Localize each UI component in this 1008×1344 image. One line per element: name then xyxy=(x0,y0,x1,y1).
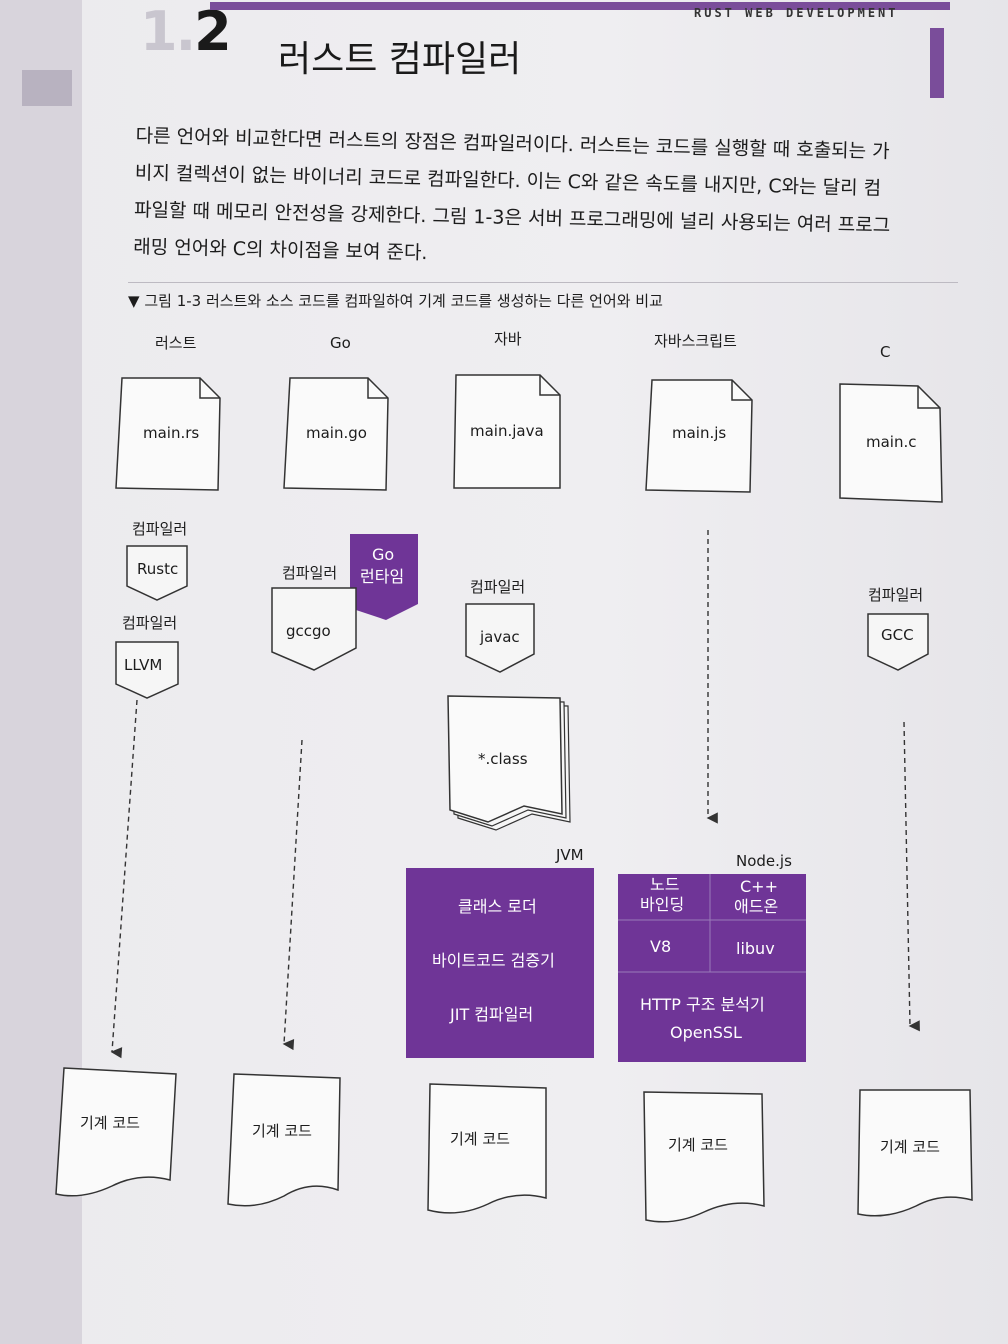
svg-text:기계 코드: 기계 코드 xyxy=(80,1114,140,1132)
header-band xyxy=(210,2,950,72)
go-runtime-box: Go 런타임 xyxy=(350,534,418,620)
nodejs-cell: 바인딩 xyxy=(640,895,684,914)
svg-text:LLVM: LLVM xyxy=(124,656,162,674)
file-main-go: main.go xyxy=(283,377,389,491)
svg-text:main.go: main.go xyxy=(306,424,367,442)
lang-label-js: 자바스크립트 xyxy=(654,332,737,350)
compiler-label: 컴파일러 xyxy=(868,586,923,604)
machine-code-doc: 기계 코드 xyxy=(227,1073,341,1207)
lang-label-java: 자바 xyxy=(494,330,522,348)
nodejs-cell: C++ xyxy=(740,877,778,896)
svg-text:Go: Go xyxy=(372,545,394,564)
machine-code-doc: 기계 코드 xyxy=(55,1067,177,1197)
file-main-rs: main.rs xyxy=(115,377,221,491)
jvm-title: JVM xyxy=(555,846,584,864)
svg-text:main.rs: main.rs xyxy=(143,424,199,442)
file-main-c: main.c xyxy=(839,383,943,503)
side-tab xyxy=(22,70,72,106)
lang-label-c: C xyxy=(880,343,890,361)
compiler-gcc: GCC xyxy=(867,613,929,671)
svg-text:main.c: main.c xyxy=(866,433,917,451)
compiler-label: 컴파일러 xyxy=(470,578,525,596)
running-head: RUST WEB DEVELOPMENT xyxy=(694,6,899,20)
svg-text:Rustc: Rustc xyxy=(137,560,178,578)
svg-text:기계 코드: 기계 코드 xyxy=(880,1138,940,1156)
compiler-javac: javac xyxy=(465,603,535,673)
nodejs-title: Node.js xyxy=(736,852,792,870)
compiler-label: 컴파일러 xyxy=(282,564,337,582)
machine-code-doc: 기계 코드 xyxy=(427,1083,547,1214)
nodejs-cell: V8 xyxy=(650,937,671,956)
class-file-stack: *.class xyxy=(447,695,571,831)
machine-code-doc: 기계 코드 xyxy=(643,1091,765,1223)
section-number: 1.2 xyxy=(140,0,232,63)
svg-text:기계 코드: 기계 코드 xyxy=(252,1122,312,1140)
file-main-js: main.js xyxy=(645,379,753,493)
header-band-accent xyxy=(930,28,944,98)
lang-label-rust: 러스트 xyxy=(155,334,197,352)
nodejs-cell: libuv xyxy=(736,939,775,958)
compiler-llvm: LLVM xyxy=(115,641,179,699)
jvm-item: 바이트코드 검증기 xyxy=(432,951,555,970)
jvm-item: 클래스 로더 xyxy=(458,897,537,916)
nodejs-cell: OpenSSL xyxy=(670,1023,742,1042)
machine-code-doc: 기계 코드 xyxy=(857,1089,973,1217)
file-main-java: main.java xyxy=(453,374,561,489)
nodejs-box: 노드 바인딩 C++ 애드온 V8 libuv HTTP 구조 분석기 Open… xyxy=(618,874,806,1062)
lang-label-go: Go xyxy=(330,334,351,352)
svg-text:gccgo: gccgo xyxy=(286,622,331,640)
flow-arrows xyxy=(110,530,920,1059)
compiler-rustc: Rustc xyxy=(126,545,188,601)
svg-text:javac: javac xyxy=(479,628,520,646)
nodejs-cell: 노드 xyxy=(650,875,679,894)
nodejs-cell: HTTP 구조 분석기 xyxy=(640,995,765,1014)
svg-text:런타임: 런타임 xyxy=(360,567,404,586)
figure-caption: ▼ 그림 1-3 러스트와 소스 코드를 컴파일하여 기계 코드를 생성하는 다… xyxy=(128,292,663,310)
svg-text:기계 코드: 기계 코드 xyxy=(450,1130,510,1148)
svg-text:main.js: main.js xyxy=(672,424,726,442)
divider xyxy=(128,282,958,283)
compiler-label: 컴파일러 xyxy=(132,520,187,538)
compiler-gccgo: gccgo xyxy=(271,587,357,671)
page-title: 러스트 컴파일러 xyxy=(278,39,522,80)
svg-text:main.java: main.java xyxy=(470,422,544,440)
svg-text:*.class: *.class xyxy=(478,750,528,768)
compiler-label: 컴파일러 xyxy=(122,614,177,632)
svg-text:GCC: GCC xyxy=(881,626,914,644)
svg-text:기계 코드: 기계 코드 xyxy=(668,1136,728,1154)
nodejs-cell: 애드온 xyxy=(734,897,778,916)
jvm-box: 클래스 로더 바이트코드 검증기 JIT 컴파일러 xyxy=(406,868,594,1058)
caption-marker-icon: ▼ xyxy=(128,292,140,310)
jvm-item: JIT 컴파일러 xyxy=(449,1005,533,1024)
